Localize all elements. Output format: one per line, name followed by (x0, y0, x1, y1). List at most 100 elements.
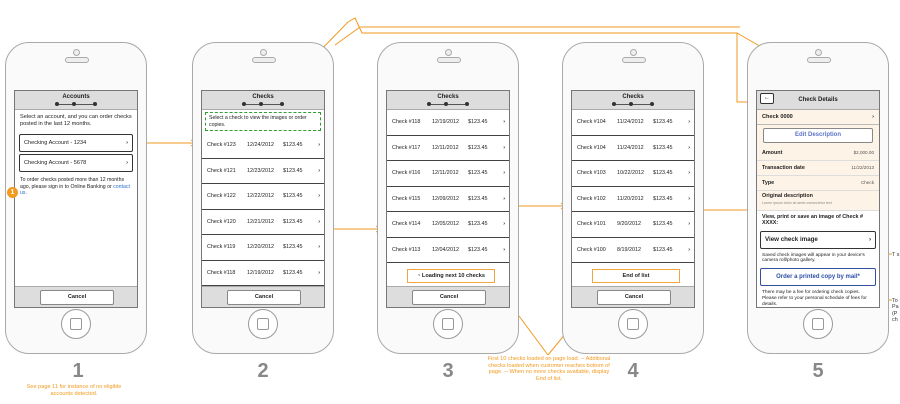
screen-title: ← Check Details (757, 91, 879, 110)
chevron-right-icon: › (688, 195, 690, 202)
view-check-image-button[interactable]: View check image› (760, 230, 876, 249)
home-button (433, 309, 463, 339)
home-button (803, 309, 833, 339)
camera (73, 49, 80, 56)
account-option-5678[interactable]: Checking Account - 5678› (19, 154, 133, 172)
screen-number-3: 3 (442, 360, 454, 382)
chevron-right-icon: › (688, 246, 690, 253)
speaker (65, 57, 89, 63)
chevron-right-icon: › (503, 195, 505, 202)
chevron-right-icon: › (318, 193, 320, 199)
screen-number-2: 2 (257, 360, 269, 382)
step-progress (427, 102, 469, 106)
camera (445, 49, 452, 56)
chevron-right-icon: › (503, 144, 505, 151)
select-check-hint: Select a check to view the images or ord… (205, 112, 321, 131)
chevron-right-icon: › (688, 144, 690, 151)
side-note-2: To Pa (P ch (892, 298, 899, 324)
side-note-1: T s (892, 252, 900, 258)
cancel-button[interactable]: Cancel (227, 290, 301, 305)
bottom-bar: Cancel (15, 286, 137, 307)
step-progress (242, 102, 284, 106)
chevron-right-icon: › (318, 218, 320, 225)
chevron-right-icon: › (318, 269, 320, 276)
back-arrow-icon[interactable]: ← (760, 93, 774, 104)
chevron-right-icon: › (318, 244, 320, 250)
fee-note: There may be a fee for ordering check co… (762, 290, 867, 307)
older-checks-note: To order checks posted more than 12 mont… (20, 177, 130, 197)
home-button (61, 309, 91, 339)
camera (630, 49, 637, 56)
note-no-accounts: See page 11 for instance of no eligible … (26, 384, 122, 397)
speaker (437, 57, 461, 63)
screen-title: Checks (202, 91, 324, 110)
chevron-right-icon: › (126, 160, 128, 166)
step-progress (612, 102, 654, 106)
bottom-bar: Cancel (387, 286, 509, 307)
chevron-right-icon: › (688, 221, 690, 227)
intro-text: Select an account, and you can order che… (20, 114, 132, 127)
step-progress (55, 102, 97, 106)
chevron-right-icon: › (318, 142, 320, 148)
cancel-button[interactable]: Cancel (412, 290, 486, 305)
speaker (252, 57, 276, 63)
chevron-right-icon: › (872, 114, 874, 120)
edit-description-button[interactable]: Edit Description (763, 128, 873, 143)
cancel-button[interactable]: Cancel (40, 290, 114, 305)
home-button (618, 309, 648, 339)
chevron-right-icon: › (126, 140, 128, 146)
account-option-1234[interactable]: Checking Account - 1234› (19, 134, 133, 152)
chevron-right-icon: › (318, 167, 320, 174)
phone-2: Checks Select a check to view the images… (192, 42, 334, 354)
loading-indicator: ◔ Loading next 10 checks (407, 269, 495, 283)
screen-title: Checks (387, 91, 509, 110)
bottom-bar: Cancel (202, 286, 324, 307)
amount-row: Amount$2,000.00 (757, 146, 879, 161)
note-paging: First 10 checks loaded on page load. -- … (487, 356, 611, 382)
end-of-list: End of list (592, 269, 680, 283)
screen-title: Checks (572, 91, 694, 110)
phone-1: Accounts Select an account, and you can … (5, 42, 147, 354)
contact-us-link[interactable]: contact us. (20, 183, 130, 197)
cancel-button[interactable]: Cancel (597, 290, 671, 305)
screen-number-5: 5 (812, 360, 824, 382)
saved-images-note: Saved check images will appear in your d… (762, 252, 865, 264)
chevron-right-icon: › (503, 119, 505, 125)
order-printed-copy-button[interactable]: Order a printed copy by mail* (760, 268, 876, 287)
chevron-right-icon: › (503, 221, 505, 227)
bottom-bar: Cancel (572, 286, 694, 307)
screen-number-4: 4 (627, 360, 639, 382)
home-button (248, 309, 278, 339)
spinner-icon: ◔ (416, 273, 422, 279)
chevron-right-icon: › (503, 170, 505, 176)
speaker (807, 57, 831, 63)
view-hint: View, print or save an image of Check # … (762, 214, 863, 226)
accounts-screen: Accounts Select an account, and you can … (14, 90, 138, 308)
screen-title: Accounts (15, 91, 137, 110)
checks-screen: Checks Select a check to view the images… (201, 90, 325, 308)
chevron-right-icon: › (688, 119, 690, 125)
check-header[interactable]: Check 0000› (757, 110, 879, 125)
